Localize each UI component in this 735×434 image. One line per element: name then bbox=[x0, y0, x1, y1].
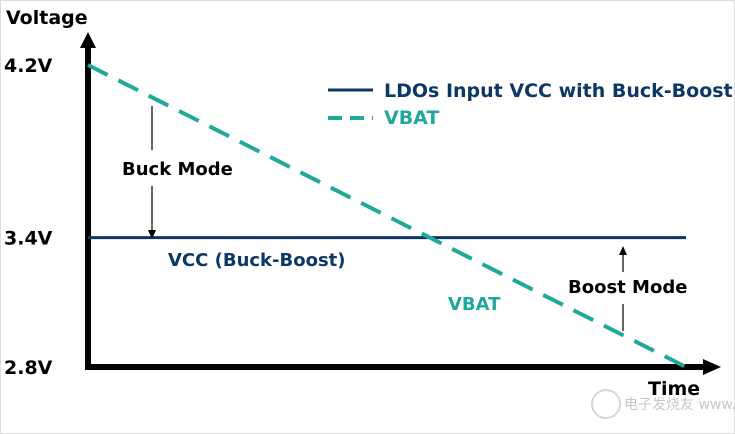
legend-label-vbat: VBAT bbox=[384, 107, 439, 129]
legend-label-vcc: LDOs Input VCC with Buck-Boost bbox=[384, 80, 733, 102]
vcc-line-label: VCC (Buck-Boost) bbox=[168, 250, 346, 271]
vbat-line-label: VBAT bbox=[448, 294, 501, 315]
buck-arrow-head bbox=[148, 230, 156, 239]
y-axis-label: Voltage bbox=[6, 7, 88, 29]
watermark-logo-icon bbox=[591, 389, 621, 419]
y-tick-label-low: 2.8V bbox=[4, 357, 53, 379]
watermark-text: 电子发烧友 www.elecfans.com bbox=[624, 397, 735, 413]
watermark: 电子发烧友 www.elecfans.com bbox=[591, 389, 735, 419]
y-axis-arrow bbox=[80, 32, 96, 48]
x-axis-label: Time bbox=[648, 378, 700, 400]
x-axis-arrow bbox=[703, 359, 721, 375]
buck-mode-label: Buck Mode bbox=[122, 159, 233, 180]
y-tick-label-high: 4.2V bbox=[4, 55, 53, 77]
boost-mode-label: Boost Mode bbox=[568, 277, 687, 298]
boost-arrow-head bbox=[619, 246, 627, 255]
y-tick-label-mid: 3.4V bbox=[4, 228, 53, 250]
series-line-vbat bbox=[87, 63, 687, 369]
